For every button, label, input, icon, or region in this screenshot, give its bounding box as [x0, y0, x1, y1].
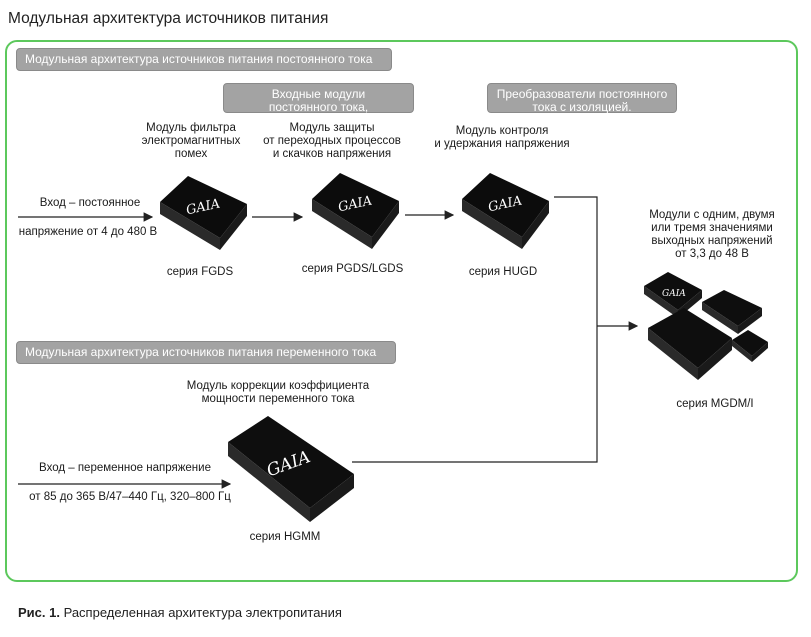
protection-title: Модуль защиты от переходных процессов и …: [263, 122, 401, 160]
gaia-logo: GAIA: [185, 197, 222, 219]
dc-input-range: напряжение от 4 до 480 В: [18, 226, 158, 238]
hold-up-title: Модуль контроля и удержания напряжения: [434, 125, 570, 150]
ac-input-label: Вход – переменное напряжение: [39, 462, 211, 474]
hgmm-module-image: GAIA: [228, 416, 354, 522]
gaia-logo: GAIA: [487, 194, 524, 216]
fgds-module-image: GAIA: [160, 176, 247, 250]
banner-dc-architecture: Модульная архитектура источников питания…: [16, 48, 392, 71]
hold-up-series: серия HUGD: [468, 266, 538, 278]
wire-hugd-to-output: [352, 196, 598, 463]
ac-input-range: от 85 до 365 В/47–440 Гц, 320–800 Гц: [29, 491, 231, 503]
figure-caption: Рис. 1. Распределенная архитектура элект…: [18, 605, 342, 620]
protection-series: серия PGDS/LGDS: [301, 263, 404, 275]
dc-input-label: Вход – постоянное: [39, 197, 141, 209]
banner-ac-architecture: Модульная архитектура источников питания…: [16, 341, 396, 364]
pfc-series: серия HGMM: [249, 531, 321, 543]
banner-isolated-converters: Преобразователи постоянного тока с изоля…: [487, 83, 677, 114]
mgdm-modules-image: GAIA: [644, 272, 768, 380]
emi-filter-series: серия FGDS: [166, 266, 234, 278]
hugd-module-image: GAIA: [462, 173, 549, 249]
output-series: серия MGDM/I: [676, 398, 754, 410]
diagram-frame: [5, 40, 798, 582]
caption-prefix: Рис. 1.: [18, 605, 60, 620]
pgds-module-image: GAIA: [312, 173, 399, 249]
output-modules-title: Модули с одним, двумя или тремя значения…: [649, 209, 775, 260]
pfc-title: Модуль коррекции коэффициента мощности п…: [186, 380, 370, 405]
banner-dc-input-modules: Входные модули постоянного тока,: [223, 83, 414, 114]
caption-text: Распределенная архитектура электропитани…: [59, 605, 342, 620]
gaia-logo: GAIA: [337, 194, 374, 216]
emi-filter-title: Модуль фильтра электромагнитных помех: [141, 122, 241, 160]
gaia-logo: GAIA: [662, 289, 686, 299]
page-title: Модульная архитектура источников питания: [8, 10, 329, 27]
